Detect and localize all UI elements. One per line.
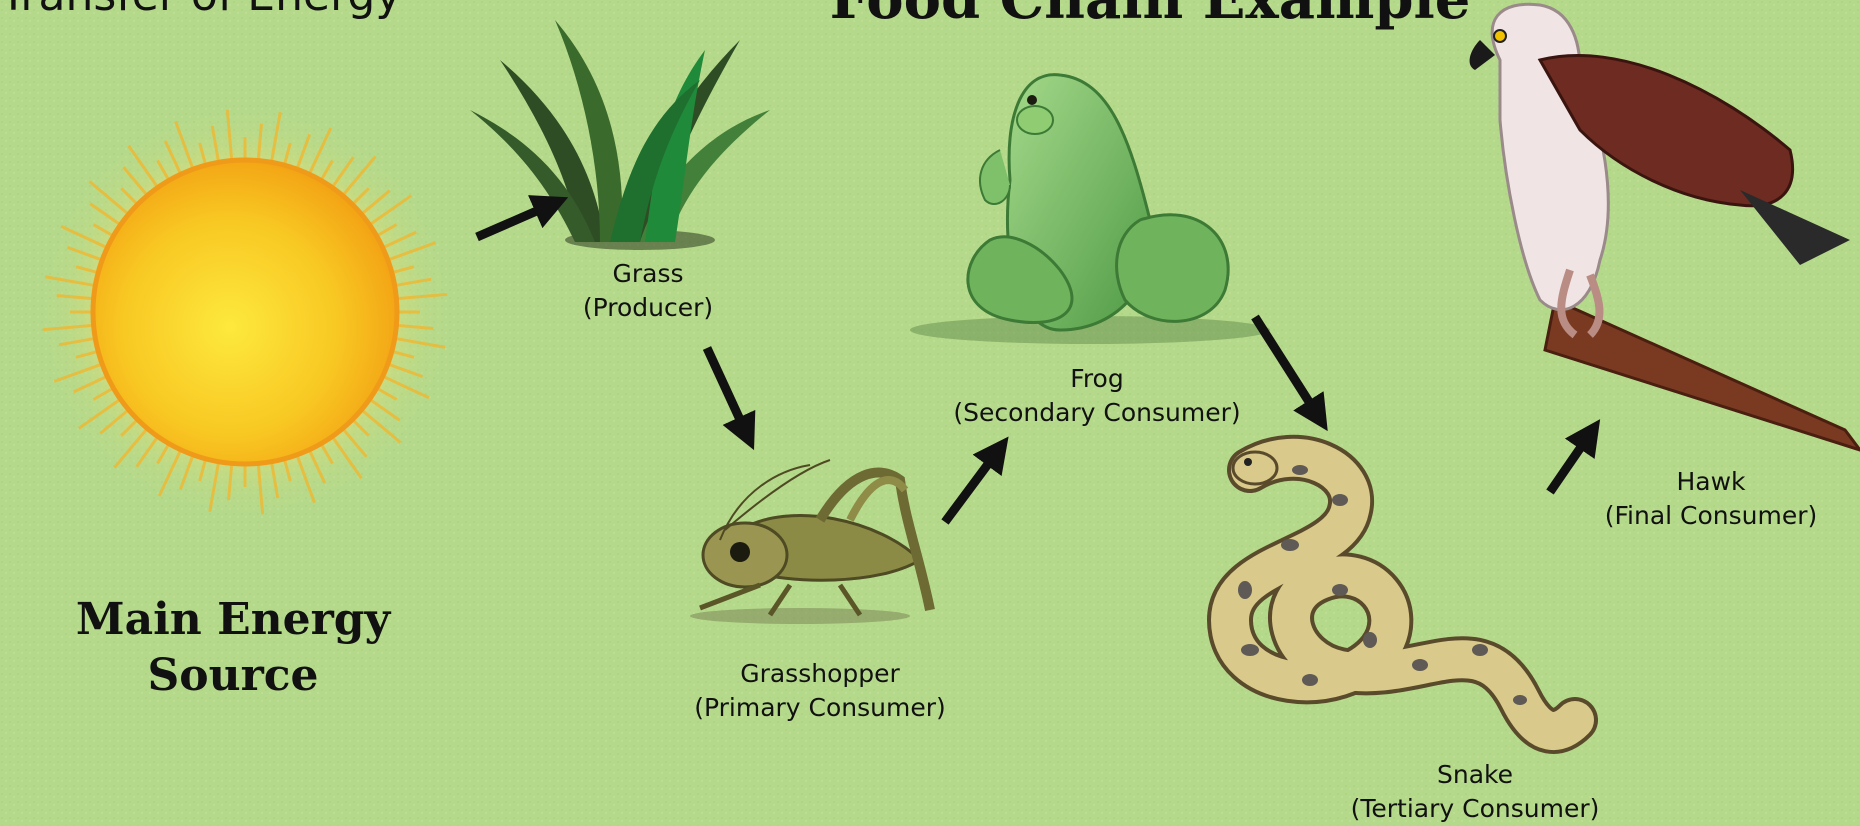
grasshopper-label: Grasshopper (Primary Consumer) bbox=[694, 657, 946, 725]
snake-name: Snake bbox=[1351, 758, 1600, 792]
grass-name: Grass bbox=[583, 257, 713, 291]
grasshopper-name: Grasshopper bbox=[694, 657, 946, 691]
frog-label: Frog (Secondary Consumer) bbox=[953, 362, 1240, 430]
grasshopper-role: (Primary Consumer) bbox=[694, 691, 946, 725]
hawk-role: (Final Consumer) bbox=[1605, 499, 1818, 533]
snake-role: (Tertiary Consumer) bbox=[1351, 792, 1600, 826]
main-energy-source-label: Main Energy Source bbox=[76, 592, 390, 704]
sun-icon bbox=[40, 107, 450, 517]
title-fragment: Transfer of Energy bbox=[0, 0, 401, 21]
hawk-name: Hawk bbox=[1605, 465, 1818, 499]
energy-source-line2: Source bbox=[76, 648, 390, 704]
hawk-label: Hawk (Final Consumer) bbox=[1605, 465, 1818, 533]
diagram-title: Food Chain Example bbox=[830, 0, 1471, 32]
energy-source-line1: Main Energy bbox=[76, 592, 390, 648]
grass-role: (Producer) bbox=[583, 291, 713, 325]
snake-label: Snake (Tertiary Consumer) bbox=[1351, 758, 1600, 826]
grass-label: Grass (Producer) bbox=[583, 257, 713, 325]
frog-name: Frog bbox=[953, 362, 1240, 396]
frog-role: (Secondary Consumer) bbox=[953, 396, 1240, 430]
